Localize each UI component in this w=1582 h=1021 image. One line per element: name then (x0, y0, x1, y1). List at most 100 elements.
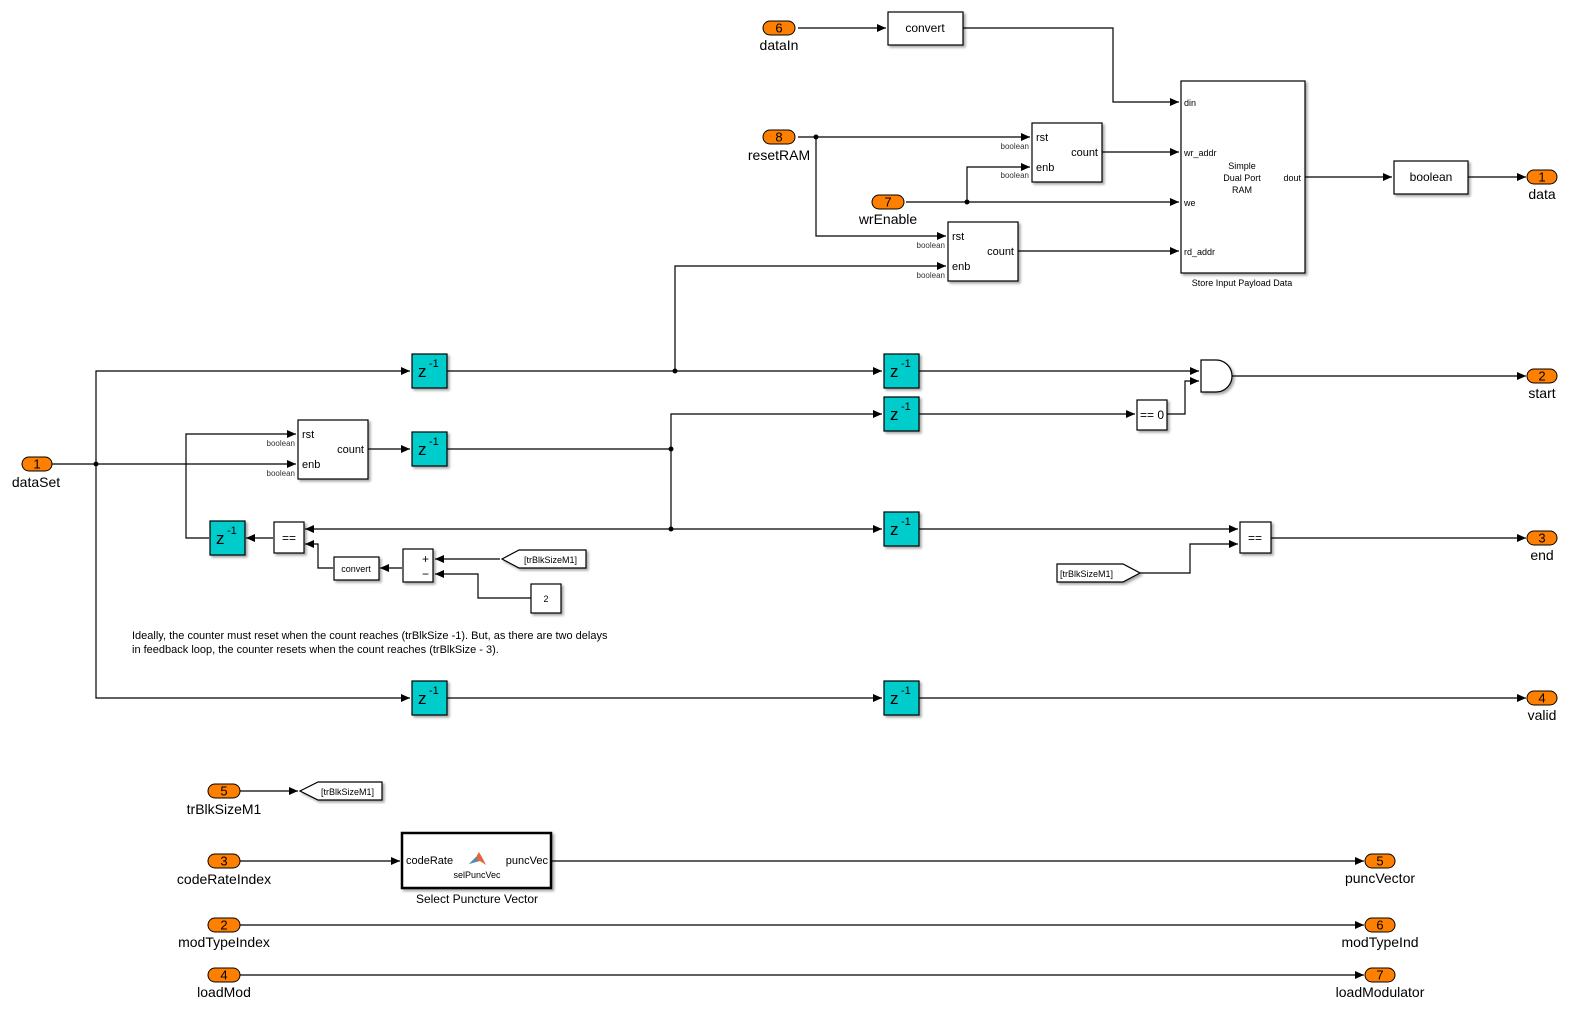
tag-label: [trBlkSizeM1] (524, 555, 577, 565)
inport-4[interactable]: 4 loadMod (197, 967, 251, 1001)
port-label: modTypeIndex (178, 934, 270, 950)
wire-delay1-counter2-enb[interactable] (674, 262, 946, 371)
outport-5[interactable]: 5 puncVector (1345, 853, 1415, 887)
port-number: 8 (775, 130, 782, 145)
port-number: 3 (220, 854, 227, 869)
port-label: modTypeInd (1341, 934, 1418, 950)
inport-7[interactable]: 7 wrEnable (858, 194, 918, 228)
counter-block-read[interactable]: rst enb count boolean boolean (917, 221, 1019, 282)
wire-compare-and[interactable] (1167, 377, 1199, 415)
inport-1[interactable]: 1 dataSet (12, 456, 60, 491)
block-label: convert (341, 564, 371, 574)
port-label: puncVector (1345, 870, 1415, 886)
counter-block-write[interactable]: rst enb count boolean boolean (1001, 122, 1103, 183)
outport-2[interactable]: 2 start (1526, 368, 1558, 402)
delay-exponent: -1 (227, 525, 237, 537)
port-label: loadMod (197, 984, 251, 1000)
convert-block-datain[interactable]: convert (887, 11, 964, 46)
port-dout: dout (1283, 173, 1301, 183)
wire-dataset-delay-valid[interactable] (95, 464, 410, 702)
inport-5[interactable]: 5 trBlkSizeM1 (187, 783, 262, 818)
inport-6[interactable]: 6 dataIn (760, 20, 799, 54)
wire-dataset-delay1[interactable] (95, 367, 410, 464)
port-count: count (337, 444, 364, 456)
delay-block-end[interactable]: z -1 (883, 511, 920, 547)
port-enb: enb (1036, 162, 1054, 174)
delay-block-count[interactable]: z -1 (411, 431, 448, 467)
goto-tag[interactable]: [trBlkSizeM1] (298, 781, 383, 801)
delay-block-feedback[interactable]: z -1 (209, 520, 246, 556)
block-label: == (1248, 531, 1262, 545)
outport-1[interactable]: 1 data (1526, 169, 1558, 203)
branch-point (668, 446, 674, 452)
wire-count-delay3[interactable] (670, 410, 882, 449)
branch-point (964, 199, 970, 205)
compare-to-zero-block[interactable]: == 0 (1136, 399, 1168, 431)
block-label: == 0 (1140, 408, 1164, 422)
inport-3[interactable]: 3 codeRateIndex (177, 853, 271, 888)
delay-exponent: -1 (901, 358, 911, 370)
port-number: 1 (1538, 170, 1545, 185)
inport-8[interactable]: 8 resetRAM (748, 129, 810, 164)
relational-block-feedback[interactable]: == (273, 521, 305, 554)
delay-block-start-1[interactable]: z -1 (411, 353, 448, 389)
port-label: start (1528, 385, 1555, 401)
wire-fbdelay-counter-rst[interactable] (185, 430, 296, 539)
port-label: trBlkSizeM1 (187, 801, 262, 817)
and-gate[interactable] (1200, 359, 1233, 393)
port-type-label: boolean (1001, 142, 1029, 151)
sum-block[interactable]: + − (402, 548, 434, 583)
outport-4[interactable]: 4 valid (1526, 690, 1558, 724)
delay-block-compare[interactable]: z -1 (883, 396, 920, 432)
wire-wrenable-counter1[interactable] (966, 163, 1030, 202)
wire-const-sum-minus[interactable] (435, 570, 531, 599)
function-name: selPuncVec (453, 870, 501, 880)
wire-convert-ram-din[interactable] (963, 27, 1179, 106)
from-tag-sum[interactable]: [trBlkSizeM1] (500, 549, 587, 569)
inport-2[interactable]: 2 modTypeIndex (178, 917, 270, 951)
port-rst: rst (1036, 132, 1048, 144)
annotation-note: Ideally, the counter must reset when the… (132, 630, 608, 656)
port-count: count (1071, 147, 1098, 159)
counter-block-dataset[interactable]: rst enb count boolean boolean (267, 419, 369, 480)
delay-label: z (890, 362, 899, 381)
annotation-line: in feedback loop, the counter resets whe… (132, 644, 499, 656)
delay-block-start-2[interactable]: z -1 (883, 353, 920, 389)
outport-7[interactable]: 7 loadModulator (1336, 967, 1425, 1001)
block-caption: Select Puncture Vector (416, 892, 538, 906)
outport-6[interactable]: 6 modTypeInd (1341, 917, 1419, 951)
relational-block-end[interactable]: == (1239, 521, 1272, 554)
branch-point (668, 526, 674, 532)
constant-block[interactable]: 2 (530, 583, 562, 614)
port-count: count (987, 246, 1014, 258)
boolean-convert-block[interactable]: boolean (1393, 160, 1469, 195)
ram-title: Dual Port (1223, 173, 1261, 183)
delay-block-valid-1[interactable]: z -1 (411, 680, 448, 716)
wire-convert-relational[interactable] (305, 540, 333, 569)
matlab-function-block[interactable]: codeRate puncVec selPuncVec Select Punct… (400, 831, 553, 906)
wire-reset-counter2[interactable] (815, 137, 946, 240)
branch-point (813, 134, 819, 140)
port-rst: rst (952, 231, 964, 243)
wire-from-eq[interactable] (1140, 540, 1238, 574)
from-tag-end[interactable]: [trBlkSizeM1] (1056, 563, 1142, 583)
port-number: 5 (1376, 854, 1383, 869)
port-wr-addr: wr_addr (1183, 148, 1217, 158)
port-enb: enb (302, 459, 320, 471)
sum-sign-plus: + (422, 552, 429, 566)
port-label: wrEnable (858, 211, 918, 227)
sum-sign-minus: − (422, 567, 429, 581)
port-rst: rst (302, 429, 314, 441)
port-we: we (1183, 198, 1196, 208)
outport-3[interactable]: 3 end (1526, 530, 1558, 564)
convert-block-feedback[interactable]: convert (333, 556, 380, 581)
ram-block[interactable]: din wr_addr we rd_addr dout Simple Dual … (1180, 80, 1306, 288)
delay-exponent: -1 (429, 358, 439, 370)
ram-title: RAM (1232, 185, 1252, 195)
port-type-label: boolean (917, 271, 945, 280)
port-coderate: codeRate (406, 855, 453, 867)
delay-block-valid-2[interactable]: z -1 (883, 680, 920, 716)
block-label: boolean (1410, 170, 1453, 184)
port-din: din (1184, 98, 1196, 108)
port-label: resetRAM (748, 147, 810, 163)
